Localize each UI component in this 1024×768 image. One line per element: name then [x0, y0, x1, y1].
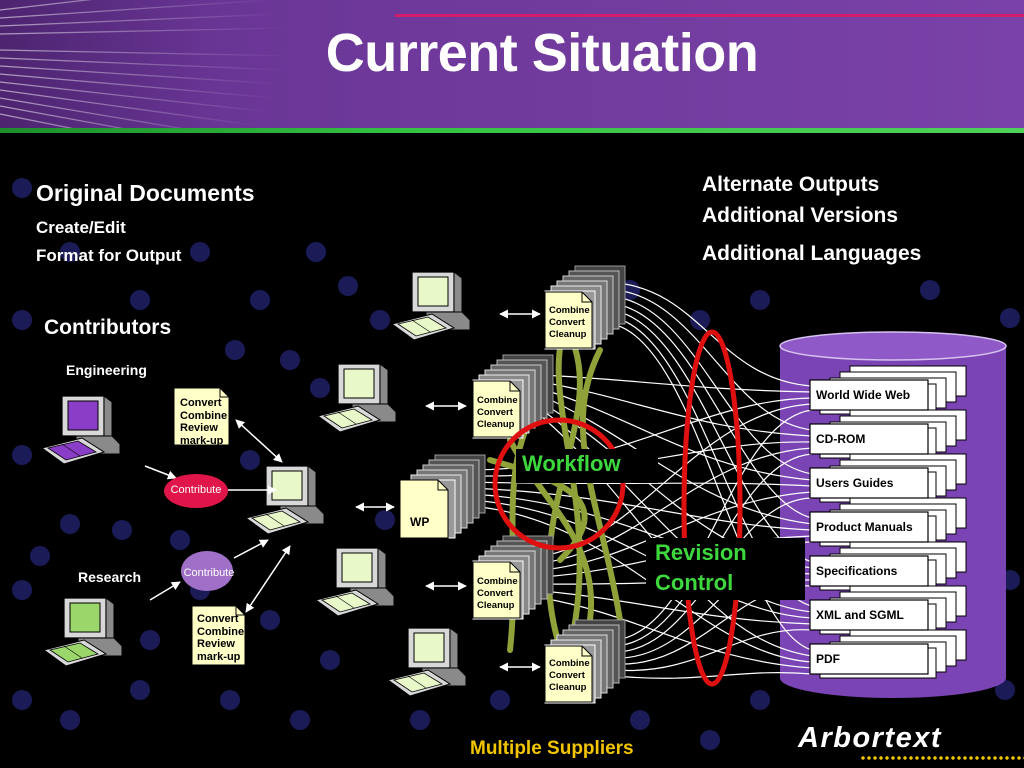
alternate-outputs-text: Alternate Outputs [702, 173, 880, 196]
revision-label-line2: Control [655, 570, 734, 595]
header-divider-line [0, 128, 1024, 133]
contribute-red-label: Contribute [170, 484, 222, 496]
research-label: Research [78, 569, 142, 585]
contribute-purple-label: Contribute [183, 567, 235, 579]
arbortext-logo: Arbortext [798, 722, 943, 754]
workflow-label: Workflow [522, 451, 621, 476]
output-xml-sgml: XML and SGML [816, 608, 904, 622]
create-edit-text: Create/Edit [36, 218, 126, 237]
additional-versions-text: Additional Versions [702, 204, 899, 227]
original-documents-heading: Original Documents [36, 180, 255, 206]
contribute-pill-purple [181, 551, 233, 591]
workflow-loop [492, 417, 626, 551]
slide-title: Current Situation [325, 23, 759, 83]
revision-label-line1: Revision [655, 540, 747, 565]
output-pdf: PDF [816, 652, 840, 666]
output-world-wide-web: World Wide Web [816, 388, 911, 402]
supplier-computer-3 [315, 547, 395, 617]
contributors-heading: Contributors [44, 316, 172, 339]
workflow-label-bg [516, 449, 658, 483]
engineering-computer [41, 395, 121, 465]
combine-doc-1 [544, 291, 593, 349]
supplier-computer-4 [387, 627, 467, 697]
output-cd-rom: CD-ROM [816, 432, 866, 446]
review-note-bottom [191, 605, 246, 666]
combine-doc-4 [472, 561, 521, 619]
header-accent-line [395, 14, 1024, 17]
logo-dotted-underline [860, 756, 1024, 760]
supplier-computer-1 [391, 271, 471, 341]
output-specifications: Specifications [816, 564, 898, 578]
combine-doc-2 [472, 380, 521, 438]
central-computer [245, 465, 325, 535]
multiple-suppliers-text: Multiple Suppliers [470, 738, 634, 759]
wp-doc [399, 479, 449, 539]
additional-languages-text: Additional Languages [702, 242, 922, 265]
slide-header [0, 0, 1024, 132]
output-users-guides: Users Guides [816, 476, 894, 490]
engineering-label: Engineering [66, 362, 147, 378]
revision-control-label: Revision Control [646, 538, 805, 600]
combine-doc-5 [544, 645, 593, 703]
supplier-computer-2 [317, 363, 397, 433]
arrows [144, 309, 541, 672]
wp-label: WP [410, 515, 430, 529]
research-computer [43, 597, 123, 667]
output-product-manuals: Product Manuals [816, 520, 913, 534]
header-light-streaks [0, 0, 291, 132]
format-output-text: Format for Output [36, 246, 182, 265]
workflow-diagram [12, 178, 1020, 750]
review-note-top [173, 387, 230, 446]
output-stacks [809, 365, 967, 679]
revision-control-loop [681, 329, 743, 687]
contribute-pill-red [164, 474, 228, 508]
